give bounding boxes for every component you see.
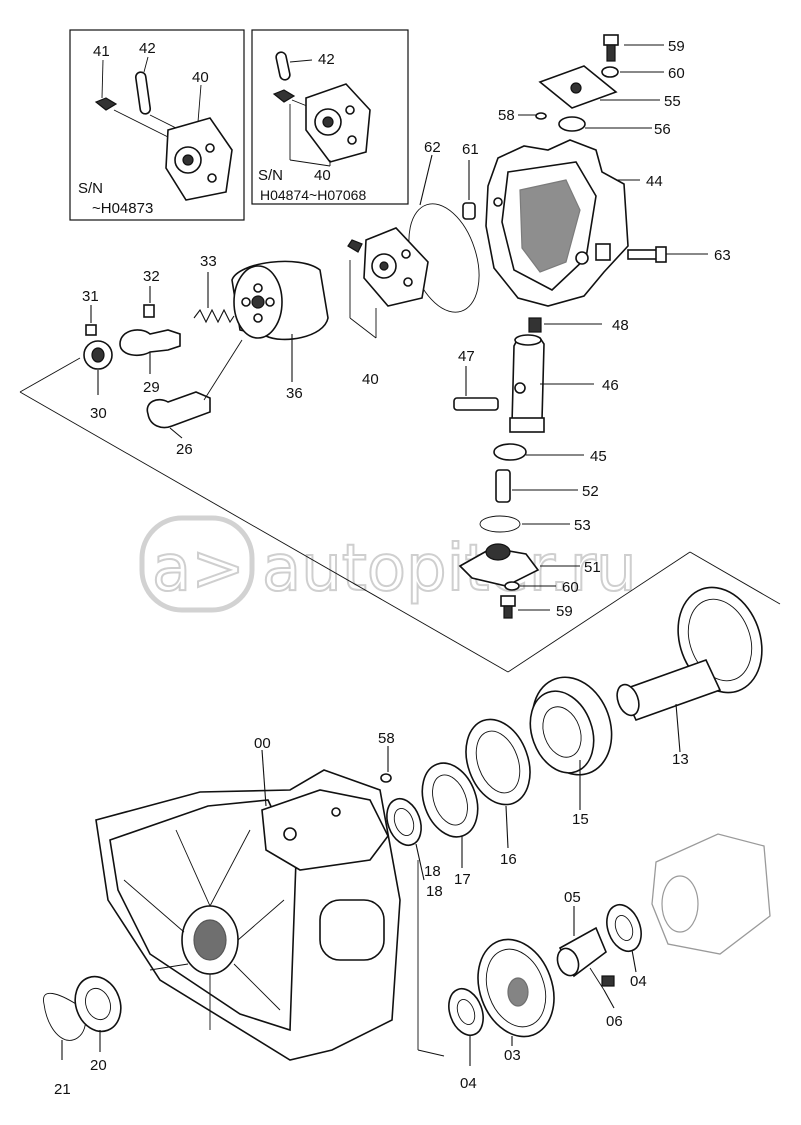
- output-shaft-group: [380, 586, 763, 881]
- label-59b: 59: [556, 603, 573, 620]
- label-15: 15: [572, 811, 589, 828]
- part-31: [85, 324, 97, 336]
- label-03: 03: [504, 1047, 521, 1064]
- inset-box-serial-2: 42 40 S/N H04874~H07068: [251, 29, 409, 205]
- label-06: 06: [606, 1013, 623, 1030]
- piston-cylinder-group: [19, 260, 781, 673]
- washer-60-part: [601, 66, 619, 78]
- bearing-17-part: [421, 762, 479, 838]
- watermark-symbol: a>: [152, 532, 245, 606]
- seal-20-part: [74, 975, 122, 1033]
- snap-ring-21-part: [43, 993, 86, 1041]
- inset-frame: [251, 29, 409, 205]
- label-52: 52: [582, 483, 599, 500]
- washer-45-part: [493, 443, 527, 461]
- piston-26-part: [146, 391, 211, 429]
- part-32-part: [143, 304, 155, 318]
- pin-42-part: [275, 51, 291, 81]
- pin-52-part: [495, 469, 511, 503]
- label-42: 42: [318, 51, 335, 68]
- watermark-logo-frame: [139, 515, 255, 613]
- label-55: 55: [664, 93, 681, 110]
- label-56: 56: [654, 121, 671, 138]
- label-41: 41: [93, 43, 110, 60]
- watermark: a> autopiter.ru: [139, 515, 638, 613]
- label-33: 33: [200, 253, 217, 270]
- housing-cover-cluster: [347, 34, 708, 339]
- watermark-text: autopiter.ru: [262, 532, 637, 606]
- label-21: 21: [54, 1081, 71, 1098]
- label-58b: 58: [378, 730, 395, 747]
- lower-gear-group: [448, 833, 771, 1066]
- washer-60b-part: [504, 581, 520, 591]
- inset-box-serial-1: 41 42 40 S/N ~H04873: [69, 29, 245, 221]
- part-48-part: [528, 317, 542, 333]
- center-shaft-stack: [453, 317, 602, 619]
- label-40: 40: [314, 167, 331, 184]
- part-labels: 59 60 55 58 56 62 61 44 63 31 32 33 29 3…: [54, 38, 731, 1098]
- inset-frame: [69, 29, 245, 221]
- label-60b: 60: [562, 579, 579, 596]
- label-00: 00: [254, 735, 271, 752]
- label-32: 32: [143, 268, 160, 285]
- label-31: 31: [82, 288, 99, 305]
- main-housing-group: [43, 749, 445, 1061]
- label-42: 42: [139, 40, 156, 57]
- label-18: 18: [426, 883, 443, 900]
- label-30: 30: [90, 405, 107, 422]
- o-ring-58b-part: [380, 773, 392, 783]
- label-44: 44: [646, 173, 663, 190]
- serial-range: H04874~H07068: [260, 187, 366, 203]
- label-53: 53: [574, 517, 591, 534]
- label-40: 40: [362, 371, 379, 388]
- key-06-part: [601, 975, 615, 987]
- label-04b: 04: [460, 1075, 477, 1092]
- serial-title: S/N: [258, 167, 283, 184]
- label-51: 51: [584, 559, 601, 576]
- label-20: 20: [90, 1057, 107, 1074]
- label-61: 61: [462, 141, 479, 158]
- label-18-alt: 18: [424, 863, 441, 880]
- seal-16-part: [465, 718, 531, 806]
- label-16: 16: [500, 851, 517, 868]
- gear-pump-part: [651, 833, 771, 955]
- label-05: 05: [564, 889, 581, 906]
- label-04a: 04: [630, 973, 647, 990]
- label-46: 46: [602, 377, 619, 394]
- label-17: 17: [454, 871, 471, 888]
- o-ring-53-part: [479, 515, 521, 533]
- label-59: 59: [668, 38, 685, 55]
- label-40: 40: [192, 69, 209, 86]
- screw-59b-part: [500, 595, 516, 607]
- fitting-part: [272, 89, 296, 103]
- bolt-47-part: [453, 397, 499, 411]
- bearing-04a-part: [448, 987, 484, 1037]
- serial-title: S/N: [78, 180, 103, 197]
- label-29: 29: [143, 379, 160, 396]
- serial-range: ~H04873: [92, 200, 153, 217]
- label-36: 36: [286, 385, 303, 402]
- label-45: 45: [590, 448, 607, 465]
- screw-59-shank: [606, 44, 616, 62]
- screw-59-part: [603, 34, 619, 46]
- spring-33-part: [193, 308, 235, 324]
- nut-18-part: [386, 797, 422, 847]
- label-26: 26: [176, 441, 193, 458]
- label-60: 60: [668, 65, 685, 82]
- label-62: 62: [424, 139, 441, 156]
- o-ring-58-part: [535, 112, 547, 120]
- label-48: 48: [612, 317, 629, 334]
- ball-guide-29-part: [119, 329, 181, 357]
- label-47: 47: [458, 348, 475, 365]
- pin-61-part: [462, 202, 476, 220]
- fitting-41-part: [94, 97, 118, 111]
- bolt-63-part: [627, 249, 659, 260]
- pin-42-part: [134, 71, 152, 115]
- label-13: 13: [672, 751, 689, 768]
- label-63: 63: [714, 247, 731, 264]
- bearing-04b-part: [606, 903, 642, 953]
- o-ring-56-part: [558, 116, 586, 132]
- label-58: 58: [498, 107, 515, 124]
